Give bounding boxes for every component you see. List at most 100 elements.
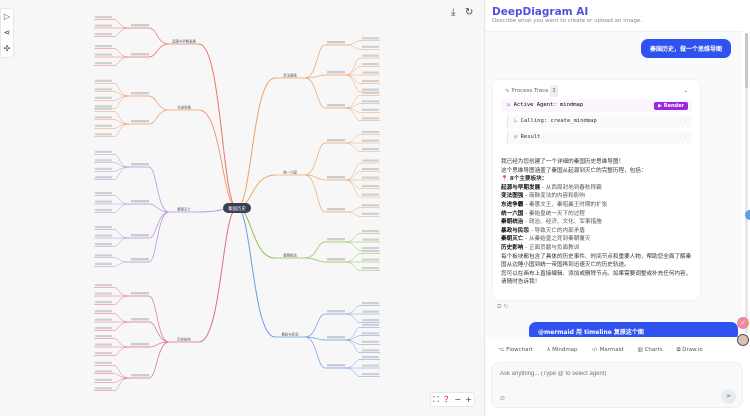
mindmap-node[interactable] [131, 318, 149, 321]
mindmap-node[interactable] [327, 139, 345, 142]
mindmap-leaf[interactable] [362, 310, 379, 313]
mindmap-leaf[interactable] [95, 33, 112, 36]
mindmap-leaf[interactable] [95, 343, 112, 346]
mindmap-leaf[interactable] [362, 168, 379, 171]
mindmap-node[interactable] [327, 310, 345, 313]
fit-screen-icon[interactable]: ⛶ [433, 394, 439, 404]
mindmap-node[interactable] [327, 208, 345, 211]
mindmap-leaf[interactable] [362, 302, 379, 305]
chip-drawio[interactable]: ⧉ Draw.io [671, 344, 708, 357]
mindmap-leaf[interactable] [362, 332, 379, 335]
mindmap-leaf[interactable] [362, 193, 379, 196]
mindmap-leaf[interactable] [95, 370, 112, 373]
mindmap-leaf[interactable] [362, 117, 379, 120]
mindmap-leaf[interactable] [95, 243, 112, 246]
mindmap-leaf[interactable] [362, 250, 379, 253]
mindmap-leaf[interactable] [362, 340, 379, 343]
mindmap-leaf[interactable] [95, 150, 112, 153]
mindmap-node[interactable] [131, 24, 149, 27]
send-button[interactable]: ➤ [721, 389, 736, 404]
share-icon[interactable]: ⋖ [3, 28, 11, 37]
mindmap-leaf[interactable] [95, 209, 112, 212]
mindmap-leaf[interactable] [362, 63, 379, 66]
mindmap-node[interactable] [131, 343, 149, 346]
mindmap-leaf[interactable] [95, 24, 112, 27]
mindmap-leaf[interactable] [95, 79, 112, 82]
mindmap-node[interactable] [327, 104, 345, 107]
mindmap-leaf[interactable] [362, 230, 379, 233]
mindmap-leaf[interactable] [95, 352, 112, 355]
mindmap-leaf[interactable] [362, 88, 379, 91]
mindmap-node[interactable] [131, 374, 149, 377]
mindmap-leaf[interactable] [95, 105, 112, 108]
mindmap-leaf[interactable] [95, 192, 112, 195]
mindmap-leaf[interactable] [95, 335, 112, 338]
mindmap-leaf[interactable] [95, 159, 112, 162]
mindmap-leaf[interactable] [95, 292, 112, 295]
mindmap-leaf[interactable] [362, 148, 379, 151]
mindmap-branch[interactable]: 统一六国 [283, 170, 297, 175]
mindmap-node[interactable] [327, 336, 345, 339]
mindmap-leaf[interactable] [362, 247, 379, 250]
scrollbar[interactable] [745, 33, 748, 333]
mindmap-leaf[interactable] [95, 45, 112, 48]
mindmap-node[interactable] [327, 258, 345, 261]
mindmap-leaf[interactable] [95, 124, 112, 127]
mindmap-leaf[interactable] [362, 204, 379, 207]
mindmap-node[interactable] [131, 120, 149, 123]
copy-icon[interactable]: ⧉ [497, 303, 502, 310]
mindmap-leaf[interactable] [362, 45, 379, 48]
mindmap-leaf[interactable] [95, 262, 112, 265]
mindmap-leaf[interactable] [362, 91, 379, 94]
mindmap-leaf[interactable] [362, 356, 379, 359]
mindmap-leaf[interactable] [362, 238, 379, 241]
mindmap-node[interactable] [131, 163, 149, 166]
mindmap-leaf[interactable] [362, 54, 379, 57]
mindmap-node[interactable] [131, 234, 149, 237]
mindmap-leaf[interactable] [95, 327, 112, 330]
mindmap-node[interactable] [131, 53, 149, 56]
mindmap-leaf[interactable] [362, 319, 379, 322]
mindmap-leaf[interactable] [362, 100, 379, 103]
attach-icon[interactable]: ⌀ [500, 393, 505, 402]
mindmap-leaf[interactable] [362, 323, 379, 326]
mindmap-leaf[interactable] [95, 16, 112, 19]
mindmap-node[interactable] [327, 238, 345, 241]
mindmap-node[interactable] [131, 292, 149, 295]
chip-mindmap[interactable]: ⅄ Mindmap [541, 344, 583, 357]
mindmap-leaf[interactable] [362, 159, 379, 162]
chevron-right-icon[interactable]: ▷ [3, 12, 11, 21]
mindmap-leaf[interactable] [362, 373, 379, 376]
mindmap-branch[interactable]: 起源与早期发展 [172, 39, 196, 44]
mindmap-leaf[interactable] [95, 62, 112, 65]
mindmap-leaf[interactable] [362, 349, 379, 352]
mindmap-leaf[interactable] [95, 361, 112, 364]
mindmap-branch[interactable]: 历史影响 [177, 337, 191, 342]
mindmap-leaf[interactable] [362, 258, 379, 261]
chip-mermaid[interactable]: ‹/› Mermaid [586, 344, 629, 357]
mindmap-branch[interactable]: 秦朝统治 [283, 253, 297, 258]
refresh-icon[interactable]: ↻ [465, 7, 474, 18]
mindmap-branch[interactable]: 东进争霸 [177, 105, 191, 110]
trace-step-result[interactable]: ◎ Result› [507, 131, 692, 144]
mindmap-leaf[interactable] [362, 139, 379, 142]
mindmap-leaf[interactable] [362, 71, 379, 74]
floating-badge-icon[interactable]: ✓ [737, 317, 749, 329]
render-button[interactable]: ▶ Render [654, 101, 688, 110]
download-icon[interactable]: ⤓ [451, 7, 456, 18]
network-icon[interactable]: ✣ [3, 44, 11, 53]
mindmap-leaf[interactable] [95, 378, 112, 381]
retry-icon[interactable]: ↻ [503, 303, 509, 310]
mindmap-leaf[interactable] [362, 267, 379, 270]
chat-input[interactable] [500, 371, 720, 377]
mindmap-leaf[interactable] [362, 80, 379, 83]
chip-charts[interactable]: ▥ Charts [632, 344, 668, 357]
mindmap-leaf[interactable] [95, 234, 112, 237]
mindmap-leaf[interactable] [95, 116, 112, 119]
mindmap-leaf[interactable] [362, 37, 379, 40]
mindmap-leaf[interactable] [95, 88, 112, 91]
mindmap-leaf[interactable] [95, 387, 112, 390]
mindmap-root[interactable]: 秦国历史 [223, 203, 251, 213]
mindmap-node[interactable] [131, 92, 149, 95]
mindmap-leaf[interactable] [362, 108, 379, 111]
